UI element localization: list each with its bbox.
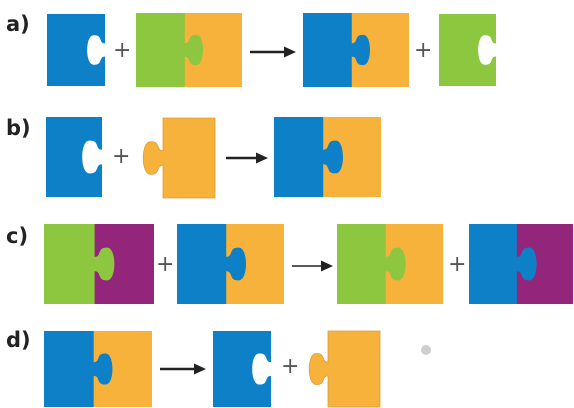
arrow-a-head xyxy=(284,46,296,58)
row-label-a: a) xyxy=(6,12,30,36)
piece-a-blue-c xyxy=(47,14,105,86)
arrow-c-head xyxy=(321,260,333,272)
block-b-blue-orange-left-part xyxy=(274,117,343,197)
block-c-blue-orange-left-part xyxy=(177,224,246,304)
piece-b-blue-c xyxy=(46,117,102,197)
piece-b-orange-tab xyxy=(142,117,216,199)
plus-sign-a1: + xyxy=(113,38,132,63)
block-a-blue-orange-left-part xyxy=(303,13,371,87)
block-c-blue-purple-left-part xyxy=(469,224,537,304)
row-label-b: b) xyxy=(6,116,31,140)
block-d-blue-orange-left-part xyxy=(44,331,113,407)
faint-dot xyxy=(421,345,431,355)
plus-sign-c1: + xyxy=(156,252,175,277)
plus-sign-b1: + xyxy=(112,144,131,169)
block-a-green-orange-left-part xyxy=(136,13,204,87)
arrow-b-head xyxy=(256,152,268,164)
plus-sign-d1: + xyxy=(281,354,300,379)
arrow-d-head xyxy=(194,363,206,375)
piece-d-orange-tab xyxy=(308,330,381,408)
plus-sign-c2: + xyxy=(448,252,467,277)
row-label-d: d) xyxy=(6,328,31,352)
piece-a-green-c xyxy=(439,14,496,86)
plus-sign-a2: + xyxy=(414,38,433,63)
row-label-c: c) xyxy=(6,224,29,248)
block-c-green-orange-left-part xyxy=(337,224,406,304)
block-c-green-purple-left-part xyxy=(44,224,115,304)
piece-d-blue-c xyxy=(213,331,271,407)
